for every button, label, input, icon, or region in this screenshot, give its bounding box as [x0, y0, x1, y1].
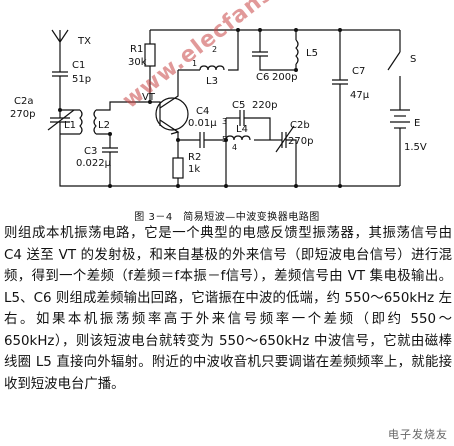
label-l3: L3: [206, 76, 218, 87]
label-c7-val: 47μ: [350, 90, 370, 101]
label-c1: C1: [72, 60, 85, 71]
label-vt: VT: [142, 92, 156, 103]
label-c3-val: 0.022μ: [76, 158, 112, 169]
figure-caption: 图 3－4 简易短波—中波变换器电路图: [134, 212, 320, 223]
label-s: S: [410, 54, 416, 65]
label-c2b: C2b: [290, 120, 310, 131]
label-e: E: [414, 118, 420, 129]
label-e-val: 1.5V: [404, 142, 427, 153]
label-c3: C3: [84, 146, 97, 157]
label-c4-val: 0.01μ: [188, 118, 217, 129]
label-l2: L2: [98, 120, 110, 131]
label-c6: C6: [256, 72, 269, 83]
corner-logo: 电子发烧友: [388, 428, 448, 441]
label-l4: L4: [236, 124, 248, 135]
label-l1: L1: [64, 120, 76, 131]
label-c4: C4: [196, 106, 209, 117]
label-c2a: C2a: [14, 96, 33, 107]
label-c5-val: 220p: [252, 100, 277, 111]
label-r2-val: 1k: [188, 164, 200, 175]
body-paragraph: 则组成本机振荡电路，它是一个典型的电感反馈型振荡器，其振荡信号由 C4 送至 V…: [4, 226, 452, 392]
pin-5: 5: [222, 135, 227, 144]
label-tx: TX: [77, 36, 91, 47]
pin-1: 1: [192, 59, 197, 68]
circuit-schematic: TX C1 51p C2a 270p L1 L2 C3 0.022μ R1 30…: [10, 28, 427, 188]
label-c7: C7: [352, 66, 365, 77]
label-c1-val: 51p: [72, 74, 91, 85]
pin-4: 4: [232, 143, 237, 152]
label-r1-val: 30k: [128, 57, 147, 68]
label-c2b-val: 270p: [288, 136, 313, 147]
label-l5: L5: [306, 48, 318, 59]
body-paragraph-container: 则组成本机振荡电路，它是一个典型的电感反馈型振荡器，其振荡信号由 C4 送至 V…: [4, 223, 452, 395]
pin-2: 2: [212, 45, 217, 54]
label-r2: R2: [188, 152, 201, 163]
pin-3: 3: [222, 117, 227, 126]
label-c5: C5: [232, 100, 245, 111]
label-c6-val: 200p: [272, 72, 297, 83]
label-r1: R1: [130, 44, 143, 55]
label-c2a-val: 270p: [10, 109, 35, 120]
